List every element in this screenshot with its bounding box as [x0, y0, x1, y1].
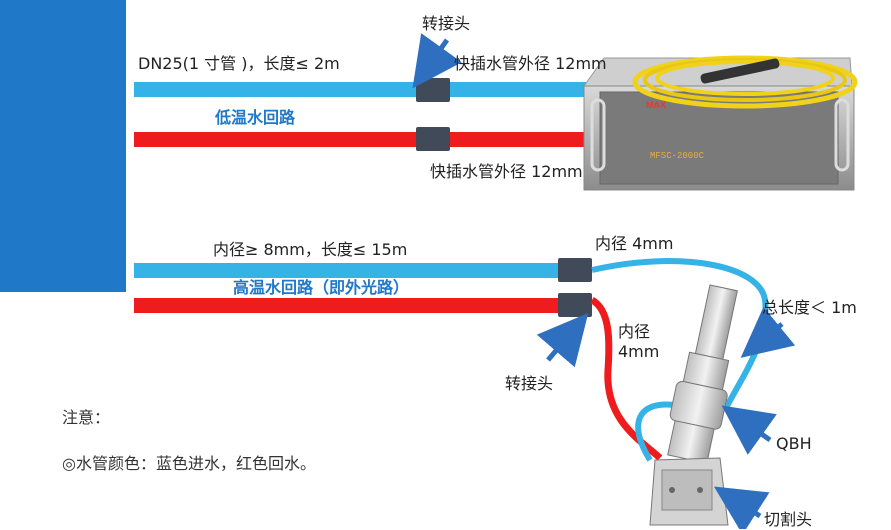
blue-hose-to-qbh	[591, 258, 769, 412]
low-temp-loop-label: 低温水回路	[215, 108, 296, 127]
inner-diameter-4mm-top-label: 内径 4mm	[595, 234, 674, 253]
note-title: 注意：	[62, 408, 111, 427]
inner-diameter-8mm-label: 内径≥ 8mm，长度≤ 15m	[213, 240, 408, 259]
adapter-lower-red	[558, 293, 592, 317]
laser-model-text: MFSC-2000C	[650, 151, 705, 161]
arrow-adapter-top	[412, 33, 462, 89]
cutting-head-assembly	[649, 284, 738, 526]
quick-plug-top-label: 快插水管外径 12mm	[454, 54, 607, 73]
arrow-adapter-bottom	[536, 313, 589, 368]
adapter-upper-red	[416, 127, 450, 151]
high-temp-loop-label: 高温水回路（即外光路）	[233, 278, 410, 297]
low-temp-return-pipe	[134, 132, 586, 147]
low-temp-inlet-pipe	[134, 82, 586, 97]
cutting-head-label: 切割头	[764, 510, 813, 529]
adapter-top-label: 转接头	[422, 14, 471, 33]
dn25-label: DN25(1 寸管 )，长度≤ 2m	[138, 54, 340, 73]
high-temp-inlet-pipe	[134, 263, 564, 278]
arrow-qbh	[721, 405, 777, 455]
total-length-label: 总长度＜ 1m	[762, 298, 857, 317]
high-temp-return-pipe	[134, 298, 564, 313]
inner-diameter-4mm-side-label-1: 内径	[618, 322, 651, 341]
laser-source: MAX MFSC-2000C	[583, 55, 858, 191]
adapter-bottom-label: 转接头	[505, 374, 554, 393]
qbh-label: QBH	[776, 434, 812, 453]
arrow-total-length	[740, 306, 796, 358]
inner-diameter-4mm-side-label-2: 4mm	[618, 342, 660, 361]
note-body: ◎水管颜色：蓝色进水，红色回水。	[62, 454, 316, 473]
adapter-lower-blue	[558, 258, 592, 282]
quick-plug-bottom-label: 快插水管外径 12mm	[430, 162, 583, 181]
arrow-cutting-head	[713, 486, 770, 529]
laser-brand-text: MAX	[646, 100, 666, 110]
